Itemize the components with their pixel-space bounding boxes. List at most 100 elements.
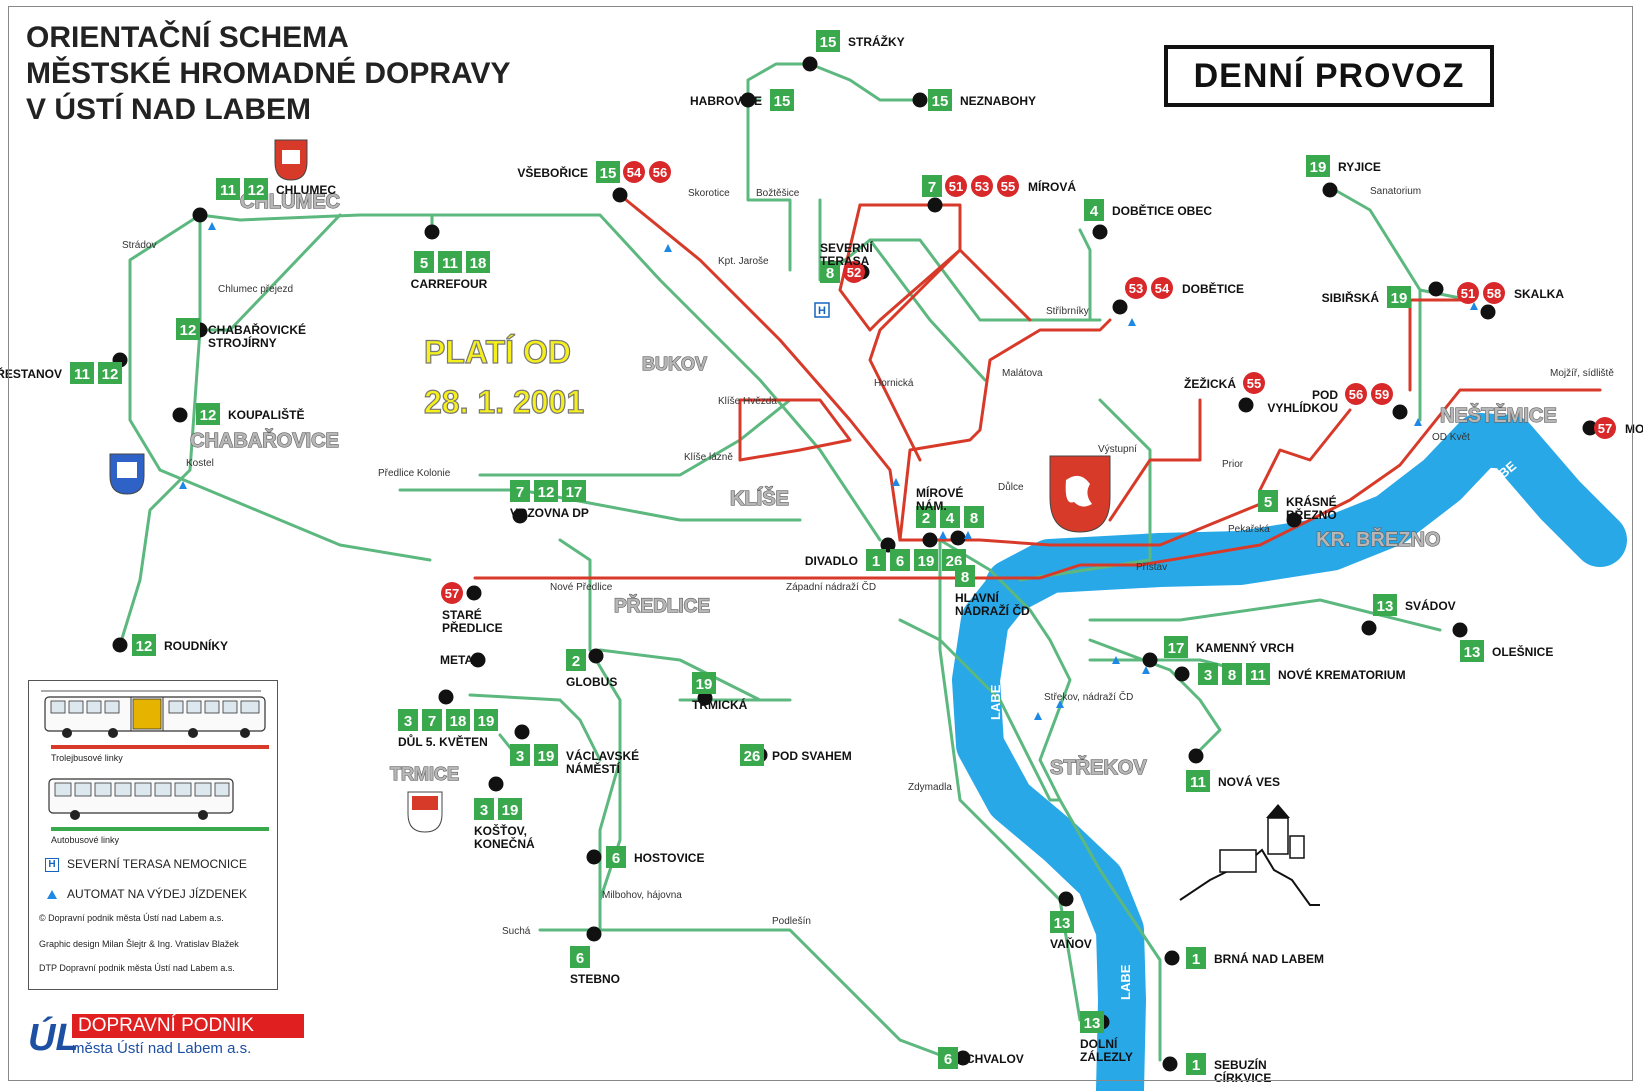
- bus-line-badge: [928, 89, 952, 111]
- stop-prestanov[interactable]: 1112PŘESTANOV: [0, 352, 128, 385]
- bus-line-number: 13: [1054, 915, 1071, 932]
- stop-name: VÁCLAVSKÉ: [566, 748, 639, 763]
- bus-route: [198, 213, 342, 332]
- stop-name: GLOBUS: [566, 675, 617, 689]
- stop-name: NÁMĚSTÍ: [566, 761, 621, 776]
- trolleybus-icon: [41, 690, 266, 738]
- stop-marker: [1092, 224, 1108, 240]
- bus-line-badge: [510, 744, 530, 766]
- bus-line-number: 2: [922, 510, 930, 527]
- stop-name: METAL: [440, 653, 480, 667]
- stop-mojzir[interactable]: 57MOJŽÍŘ: [1582, 417, 1643, 439]
- bus-line-number: 1: [1192, 951, 1200, 968]
- bus-line-number: 7: [928, 179, 936, 196]
- bus-route: [1043, 228, 1092, 322]
- stop-marker: [612, 187, 628, 203]
- stop-marker: [438, 689, 454, 705]
- bus-line-badge: [216, 178, 240, 200]
- trolley-line-number: 51: [1461, 286, 1475, 301]
- trolley-line-number: 54: [1155, 281, 1170, 296]
- bus-line-number: 15: [774, 93, 791, 110]
- bus-route: [158, 468, 432, 562]
- minor-stop-vystupni: Výstupní: [1098, 444, 1137, 455]
- bus-line-badge: [534, 480, 558, 502]
- minor-stop-skorotice: Skorotice: [688, 188, 730, 199]
- stop-name: MÍROVÁ: [1028, 179, 1076, 194]
- bus-route: [198, 213, 882, 542]
- credit-design: Graphic design Milan Šlejtr & Ing. Vrati…: [39, 939, 239, 949]
- bus-line-number: 12: [102, 366, 119, 383]
- chlumec-coat-of-arms-icon: [274, 139, 308, 181]
- stop-name: KOŠŤOV,: [474, 823, 527, 838]
- ticket-machine-icon: [179, 481, 187, 489]
- stop-name: SVÁDOV: [1405, 598, 1456, 613]
- bus-line-number: 5: [1264, 494, 1272, 511]
- bus-line-number: 13: [1464, 644, 1481, 661]
- tower-icon: [117, 462, 137, 478]
- strekov-castle-icon: [1179, 804, 1320, 906]
- stop-marker: [922, 532, 938, 548]
- bus-line-number: 18: [450, 713, 467, 730]
- map-title: ORIENTAČNÍ SCHEMA MĚSTSKÉ HROMADNÉ DOPRA…: [26, 20, 510, 128]
- bus-line-badge: [414, 251, 434, 273]
- bus-route: [938, 538, 1162, 1062]
- bus-line-number: 15: [820, 34, 837, 51]
- bus-line-badge: [955, 565, 975, 587]
- stop-metal[interactable]: METAL: [440, 652, 486, 668]
- district-klise: KLÍŠE: [730, 486, 789, 510]
- trolley-line-number: 58: [1487, 286, 1501, 301]
- stop-marker: [514, 724, 530, 740]
- bus-line-badge: [1373, 594, 1397, 616]
- minor-stop-sucha: Suchá: [502, 926, 531, 937]
- bus-line-number: 13: [1084, 1015, 1101, 1032]
- bus-line-number: 8: [961, 569, 969, 586]
- bus-line-badge: [498, 798, 522, 820]
- trolleybus-route: [1108, 398, 1202, 522]
- bus-line-number: 3: [480, 802, 488, 819]
- bus-line-number: 12: [538, 484, 555, 501]
- ticket-machine-icon: [939, 531, 947, 539]
